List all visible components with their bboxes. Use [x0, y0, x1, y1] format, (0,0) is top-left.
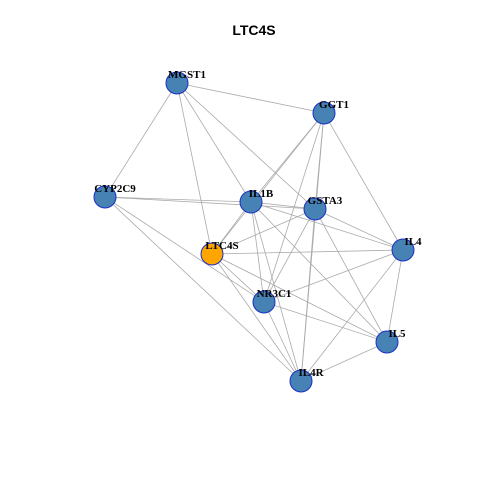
node-mgst1[interactable]: MGST1 — [165, 69, 206, 95]
edge-mgst1-ggt1 — [176, 82, 325, 114]
edge-cyp2c9-nr3c1 — [104, 196, 265, 303]
node-il1b[interactable]: IL1B — [239, 188, 274, 214]
node-label: IL5 — [388, 328, 406, 340]
node-nr3c1[interactable]: NR3C1 — [252, 288, 292, 314]
edge-gsta3-il4 — [314, 208, 404, 251]
node-circle[interactable] — [303, 197, 327, 221]
edge-mgst1-gsta3 — [176, 82, 316, 210]
node-label: GGT1 — [319, 99, 349, 111]
edge-mgst1-ltc4s — [176, 82, 213, 255]
node-il4[interactable]: IL4 — [391, 236, 422, 262]
edge-mgst1-cyp2c9 — [104, 82, 178, 198]
node-label: NR3C1 — [257, 288, 292, 300]
node-circle[interactable] — [93, 185, 117, 209]
node-label: GSTA3 — [308, 195, 343, 207]
node-label: CYP2C9 — [94, 183, 136, 195]
edge-il5-il4r — [300, 341, 388, 382]
edge-il1b-il4 — [250, 201, 404, 251]
node-il4r[interactable]: IL4R — [289, 367, 325, 393]
node-label: IL4R — [298, 367, 324, 379]
edge-il1b-nr3c1 — [250, 201, 265, 303]
edge-il1b-il5 — [250, 201, 388, 343]
edge-gsta3-ltc4s — [211, 208, 316, 255]
edge-il4-nr3c1 — [263, 249, 404, 303]
edge-ltc4s-nr3c1 — [211, 253, 265, 303]
edge-ggt1-il4 — [323, 112, 404, 251]
edge-gsta3-nr3c1 — [263, 208, 316, 303]
edge-gsta3-il5 — [314, 208, 388, 343]
edge-il4-il4r — [300, 249, 404, 382]
node-il5[interactable]: IL5 — [375, 328, 406, 354]
node-gsta3[interactable]: GSTA3 — [303, 195, 343, 221]
edge-il4-il5 — [386, 249, 404, 343]
node-ltc4s[interactable]: LTC4S — [200, 240, 239, 266]
node-ggt1[interactable]: GGT1 — [312, 99, 349, 125]
node-circle[interactable] — [391, 238, 415, 262]
edge-cyp2c9-il4r — [104, 196, 302, 382]
node-circle[interactable] — [165, 71, 189, 95]
edges-layer — [104, 82, 404, 382]
node-label: IL4 — [404, 236, 422, 248]
node-circle[interactable] — [200, 242, 224, 266]
edge-cyp2c9-il1b — [104, 196, 252, 203]
node-circle[interactable] — [289, 369, 313, 393]
edge-ltc4s-il4r — [211, 253, 302, 382]
edge-mgst1-il1b — [176, 82, 252, 203]
graph-title: LTC4S — [232, 22, 275, 38]
edge-nr3c1-il4r — [263, 301, 302, 382]
edge-ggt1-ltc4s — [211, 112, 325, 255]
edge-cyp2c9-gsta3 — [104, 196, 316, 210]
edge-ltc4s-il4 — [211, 249, 404, 255]
edge-il1b-il4r — [250, 201, 302, 382]
edge-nr3c1-il5 — [263, 301, 388, 343]
node-circle[interactable] — [375, 330, 399, 354]
node-label: IL1B — [249, 188, 274, 200]
edge-ltc4s-il5 — [211, 253, 388, 343]
node-cyp2c9[interactable]: CYP2C9 — [93, 183, 136, 209]
node-circle[interactable] — [312, 101, 336, 125]
node-label: MGST1 — [168, 69, 206, 81]
node-label: LTC4S — [205, 240, 238, 252]
node-circle[interactable] — [252, 290, 276, 314]
edge-gsta3-il4r — [300, 208, 316, 382]
node-circle[interactable] — [239, 190, 263, 214]
